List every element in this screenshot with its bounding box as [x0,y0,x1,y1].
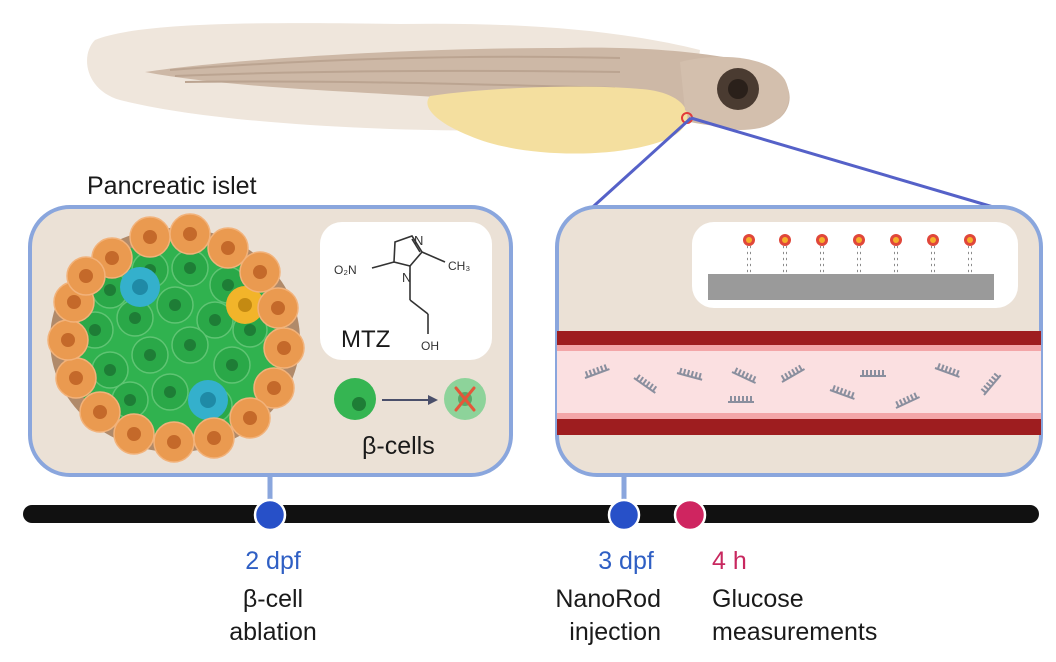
chem-no2: O₂N [334,263,357,277]
chem-n-bottom: N [402,270,411,285]
timeline-marker-2dpf [253,498,287,532]
beta-cell-group [76,249,268,423]
timeline-marker-3dpf [607,498,641,532]
arrow-right-icon [382,395,438,405]
beta-cell-healthy-icon [334,378,376,420]
fish-yolk [427,86,688,154]
fish-notochord [169,55,621,89]
chem-oh: OH [421,339,439,353]
timeline [23,475,1039,532]
chem-n-top: N [414,233,423,248]
event-label-2dpf-line1: β-cell [242,585,304,613]
event-time-2dpf: 2 dpf [245,547,301,575]
event-label-3dpf-line2: injection [569,618,661,646]
zebrafish-larva [87,23,790,154]
mtz-structure-box [320,222,492,360]
timeline-marker-4h [673,498,707,532]
islet-panel: N N O₂N CH₃ OH MTZ [28,205,513,477]
mtz-structure [371,235,446,334]
event-time-3dpf: 3 dpf [598,547,654,575]
chem-ch3: CH₃ [448,259,470,273]
zoom-connector [583,116,1001,216]
fish-pupil [728,79,748,99]
nanorod-substrate [708,274,994,300]
bloodstream-panel [555,205,1043,477]
delta-cell-group [120,267,228,420]
event-label-4h-line2: measurements [712,618,878,646]
beta-cell-ablated-icon [444,378,486,420]
drug-name: MTZ [341,326,390,353]
pp-cell [226,286,264,324]
cross-mark-icon [454,386,476,412]
event-time-4h: 4 h [712,547,747,575]
beta-cells-label: β-cells [362,432,435,460]
event-label-4h-line1: Glucose [712,585,804,613]
nanorod-particles [584,363,1002,409]
blood-vessel [557,331,1041,435]
islet-title: Pancreatic islet [87,172,257,200]
event-label-3dpf-line1: NanoRod [555,585,661,613]
event-label-2dpf-line2: ablation [229,618,317,646]
